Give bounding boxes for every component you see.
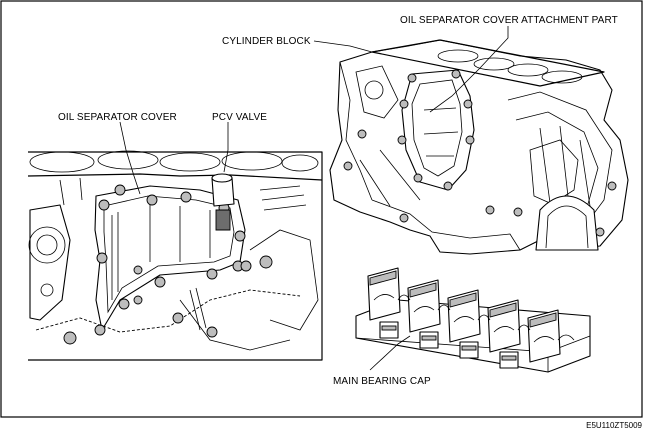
label-cylinder-block: CYLINDER BLOCK (222, 36, 311, 47)
leader-cylinder-block (313, 40, 373, 53)
label-pcv-valve: PCV VALVE (212, 112, 267, 123)
label-main-bearing-cap: MAIN BEARING CAP (333, 376, 431, 387)
leader-attachment-part (429, 26, 509, 113)
leader-oil-separator-cover (119, 121, 141, 195)
label-oil-separator-cover: OIL SEPARATOR COVER (58, 112, 177, 123)
leader-pcv-valve (223, 122, 229, 173)
figure-border (0, 0, 643, 418)
main-bearing-caps (355, 267, 591, 373)
leader-main-bearing-cap (369, 335, 411, 371)
figure-code: E5U110ZT5009 (586, 421, 642, 430)
left-detail-view (27, 150, 323, 361)
cylinder-block (329, 39, 629, 255)
label-oil-separator-cover-attachment-part: OIL SEPARATOR COVER ATTACHMENT PART (400, 15, 618, 26)
